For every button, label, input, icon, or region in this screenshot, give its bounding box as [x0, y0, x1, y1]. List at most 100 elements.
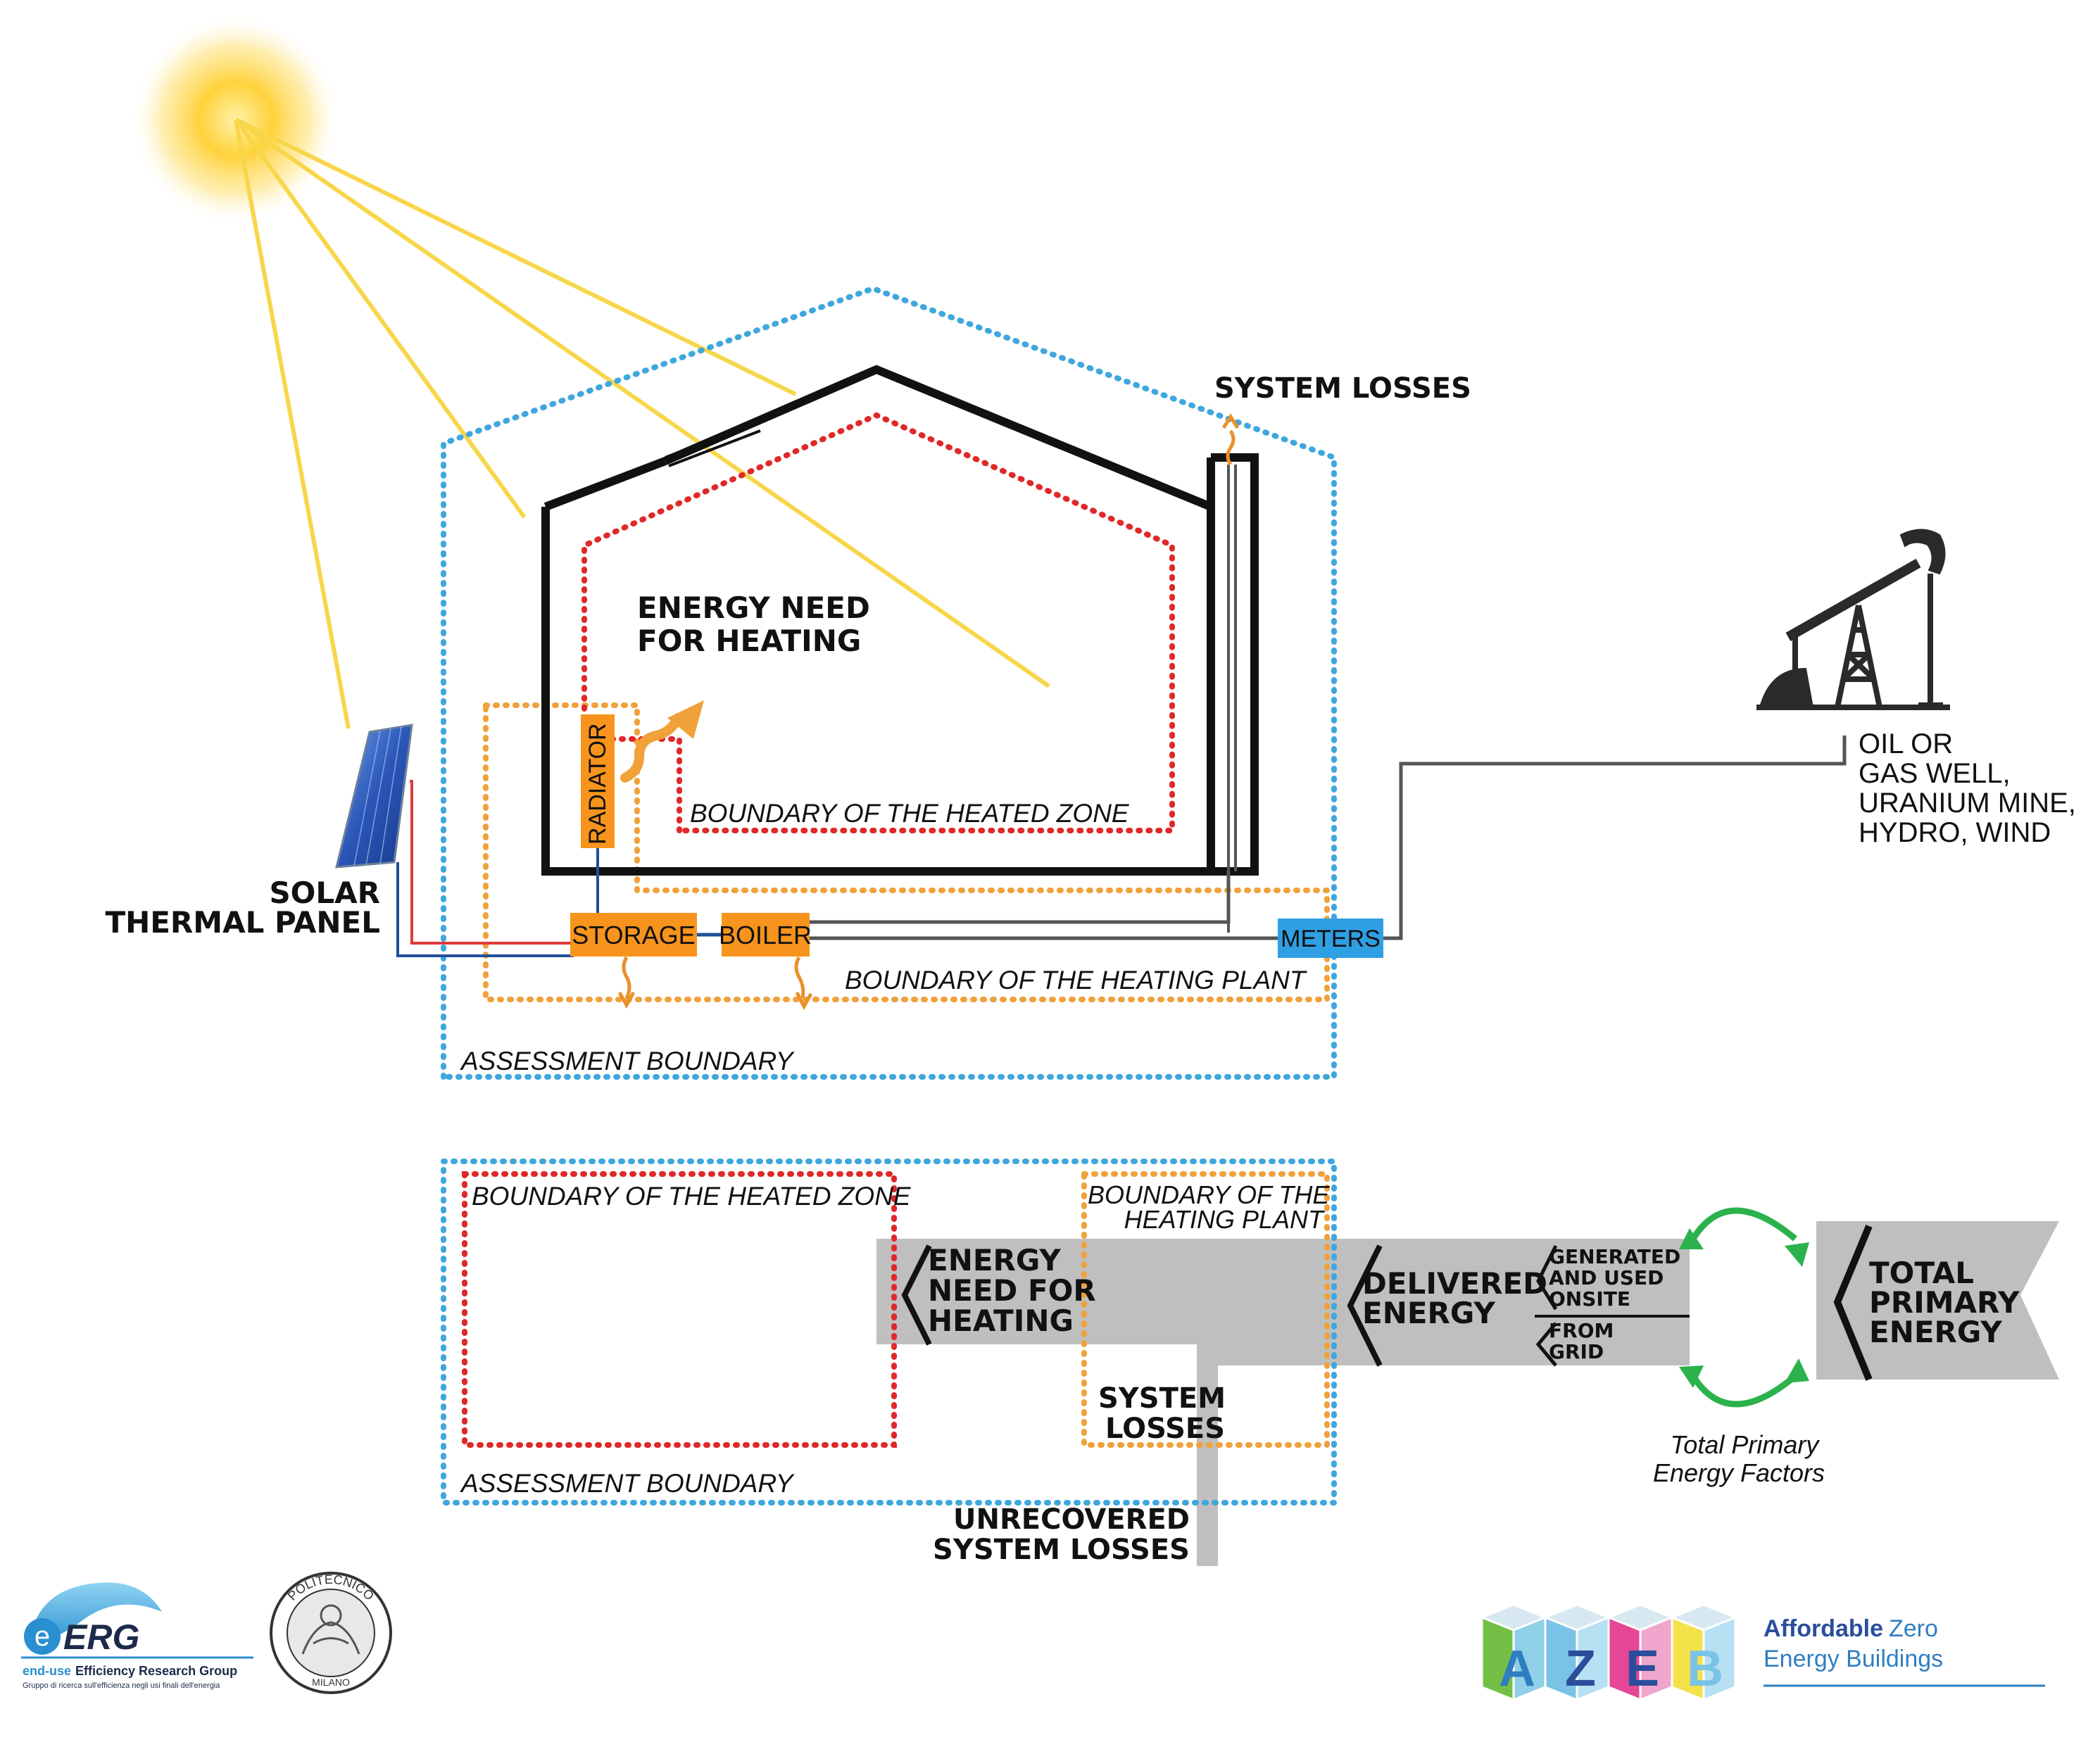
- assessment-label-bottom: ASSESSMENT BOUNDARY: [460, 1469, 795, 1498]
- chevron-generated: [1536, 1244, 1558, 1311]
- eerg-logo-e: e: [34, 1621, 50, 1652]
- house-walls: [663, 365, 1213, 511]
- source-label-1: OIL OR: [1859, 728, 1953, 759]
- total-label-3: ENERGY: [1869, 1315, 2002, 1349]
- polimi-seal-city: MILANO: [312, 1677, 350, 1688]
- source-label-2: GAS WELL,: [1859, 758, 2011, 789]
- solar-thermal-panel: [335, 724, 413, 869]
- generated-label-1: GENERATED: [1549, 1245, 1680, 1268]
- polimi-seal-inner: [287, 1589, 375, 1677]
- energy-flow-band: [876, 1221, 2059, 1566]
- house-wall-left: [541, 453, 1259, 876]
- azeb-letter-a: A: [1499, 1641, 1535, 1697]
- solar-label-2: THERMAL PANEL: [105, 905, 380, 940]
- radiator: RADIATOR: [581, 714, 615, 848]
- generated-label-3: ONSITE: [1549, 1287, 1630, 1311]
- azeb-name-line2: Energy Buildings: [1763, 1646, 1943, 1672]
- meters-label: METERS: [1281, 926, 1381, 952]
- band-total: [1816, 1221, 2059, 1380]
- green-head-4: [1785, 1358, 1809, 1383]
- eerg-logo-enduse: end-use: [23, 1664, 71, 1678]
- azeb-letter-z: Z: [1565, 1641, 1596, 1697]
- eerg-logo-e-circle: [24, 1618, 61, 1655]
- green-arrow-heads: [1679, 1228, 1809, 1388]
- flow-chevrons: [901, 1225, 1873, 1381]
- chevron-total: [1833, 1225, 1873, 1381]
- eerg-logo-name: ERG: [63, 1617, 139, 1657]
- polimi-seal-outer: [270, 1572, 392, 1694]
- boiler-label: BOILER: [719, 921, 812, 949]
- pump-head: [1899, 529, 1946, 575]
- azeb-cube-b-side: [1702, 1615, 1737, 1702]
- green-arrow-top: [1690, 1207, 1797, 1242]
- green-head-2: [1785, 1242, 1809, 1267]
- azeb-cubes: [1478, 1603, 1739, 1702]
- system-losses-bottom-1: SYSTEM: [1098, 1382, 1226, 1415]
- boiler-box: [722, 913, 810, 957]
- storage-loss-wiggle: [622, 956, 631, 999]
- energy-need-label-2: FOR HEATING: [637, 624, 861, 658]
- chevron-grid: [1535, 1322, 1557, 1367]
- eerg-logo-line2: Gruppo di ricerca sull'efficienza negli …: [23, 1681, 220, 1690]
- band-need: [876, 1239, 1369, 1344]
- heating-plant-label-top: BOUNDARY OF THE HEATING PLANT: [845, 966, 1307, 995]
- grid-label-2: GRID: [1549, 1340, 1604, 1363]
- total-label-2: PRIMARY: [1869, 1285, 2020, 1320]
- house-roof-left: [543, 457, 667, 511]
- oil-pump-icon: [1756, 529, 1950, 710]
- source-label-3: URANIUM MINE,: [1859, 788, 2076, 819]
- green-head-3: [1679, 1365, 1704, 1388]
- ray-to-house-left: [234, 118, 527, 519]
- meters-to-source-line: [1383, 736, 1847, 940]
- chevron-delivered: [1347, 1244, 1383, 1367]
- assessment-label-top: ASSESSMENT BOUNDARY: [460, 1047, 795, 1075]
- assessment-boundary-bottom: [441, 1159, 1337, 1506]
- heating-plant-boundary-top: [483, 702, 1330, 1002]
- heat-emission-wiggle: [620, 713, 683, 783]
- delivered-label-1: DELIVERED: [1362, 1266, 1547, 1301]
- grid-label-1: FROM: [1549, 1319, 1614, 1342]
- system-losses-label: SYSTEM LOSSES: [1214, 372, 1471, 405]
- pump-counterweight: [1759, 667, 1814, 708]
- ray-to-roof: [234, 118, 797, 396]
- heating-plant-label-bottom-2: HEATING PLANT: [1124, 1205, 1326, 1234]
- polimi-seal: POLITECNICO MILANO: [270, 1572, 392, 1694]
- storage-box: [570, 913, 697, 957]
- azeb-name-zero: Zero: [1889, 1615, 1938, 1642]
- boiler-connections: [810, 871, 1278, 940]
- solar-panel-body: [335, 724, 413, 869]
- chevron-need: [901, 1244, 932, 1346]
- flue-loss-arrow: [1221, 413, 1240, 466]
- total-label-1: TOTAL: [1869, 1256, 1974, 1290]
- eerg-logo-swoosh: [28, 1582, 162, 1647]
- heat-emission-head: [667, 700, 704, 739]
- azeb-letters: A Z E B: [1499, 1641, 1723, 1697]
- ray-into-zone: [234, 118, 1050, 688]
- flue-loss-head: [1221, 413, 1240, 429]
- source-label-4: HYDRO, WIND: [1859, 817, 2051, 848]
- system-losses-bottom-2: LOSSES: [1105, 1413, 1225, 1445]
- tpef-label-1: Total Primary: [1671, 1430, 1821, 1459]
- boiler-loss-head: [795, 991, 813, 1011]
- roof-window-a: [665, 421, 757, 459]
- azeb-name-affordable: Affordable: [1763, 1615, 1883, 1642]
- pump-derrick: [1835, 605, 1882, 708]
- generated-label-2: AND USED: [1549, 1266, 1664, 1289]
- need-label-2: NEED FOR: [928, 1273, 1096, 1308]
- hot-pipe: [410, 780, 574, 945]
- primary-energy-factor-arrows: [1690, 1207, 1797, 1408]
- heating-plant-boundary-bottom: [1081, 1171, 1330, 1448]
- heat-emission-arrow: [620, 700, 704, 783]
- unrecovered-label-1: UNRECOVERED: [953, 1503, 1190, 1536]
- flue-loss-wiggle: [1226, 429, 1236, 466]
- heated-zone-boundary-top: [581, 412, 1175, 833]
- storage-label: STORAGE: [572, 921, 695, 949]
- energy-need-label-1: ENERGY NEED: [637, 591, 870, 625]
- azeb-letter-e: E: [1626, 1641, 1659, 1697]
- azeb-letter-b: B: [1687, 1641, 1723, 1697]
- plant-loss-arrows: [617, 956, 813, 1011]
